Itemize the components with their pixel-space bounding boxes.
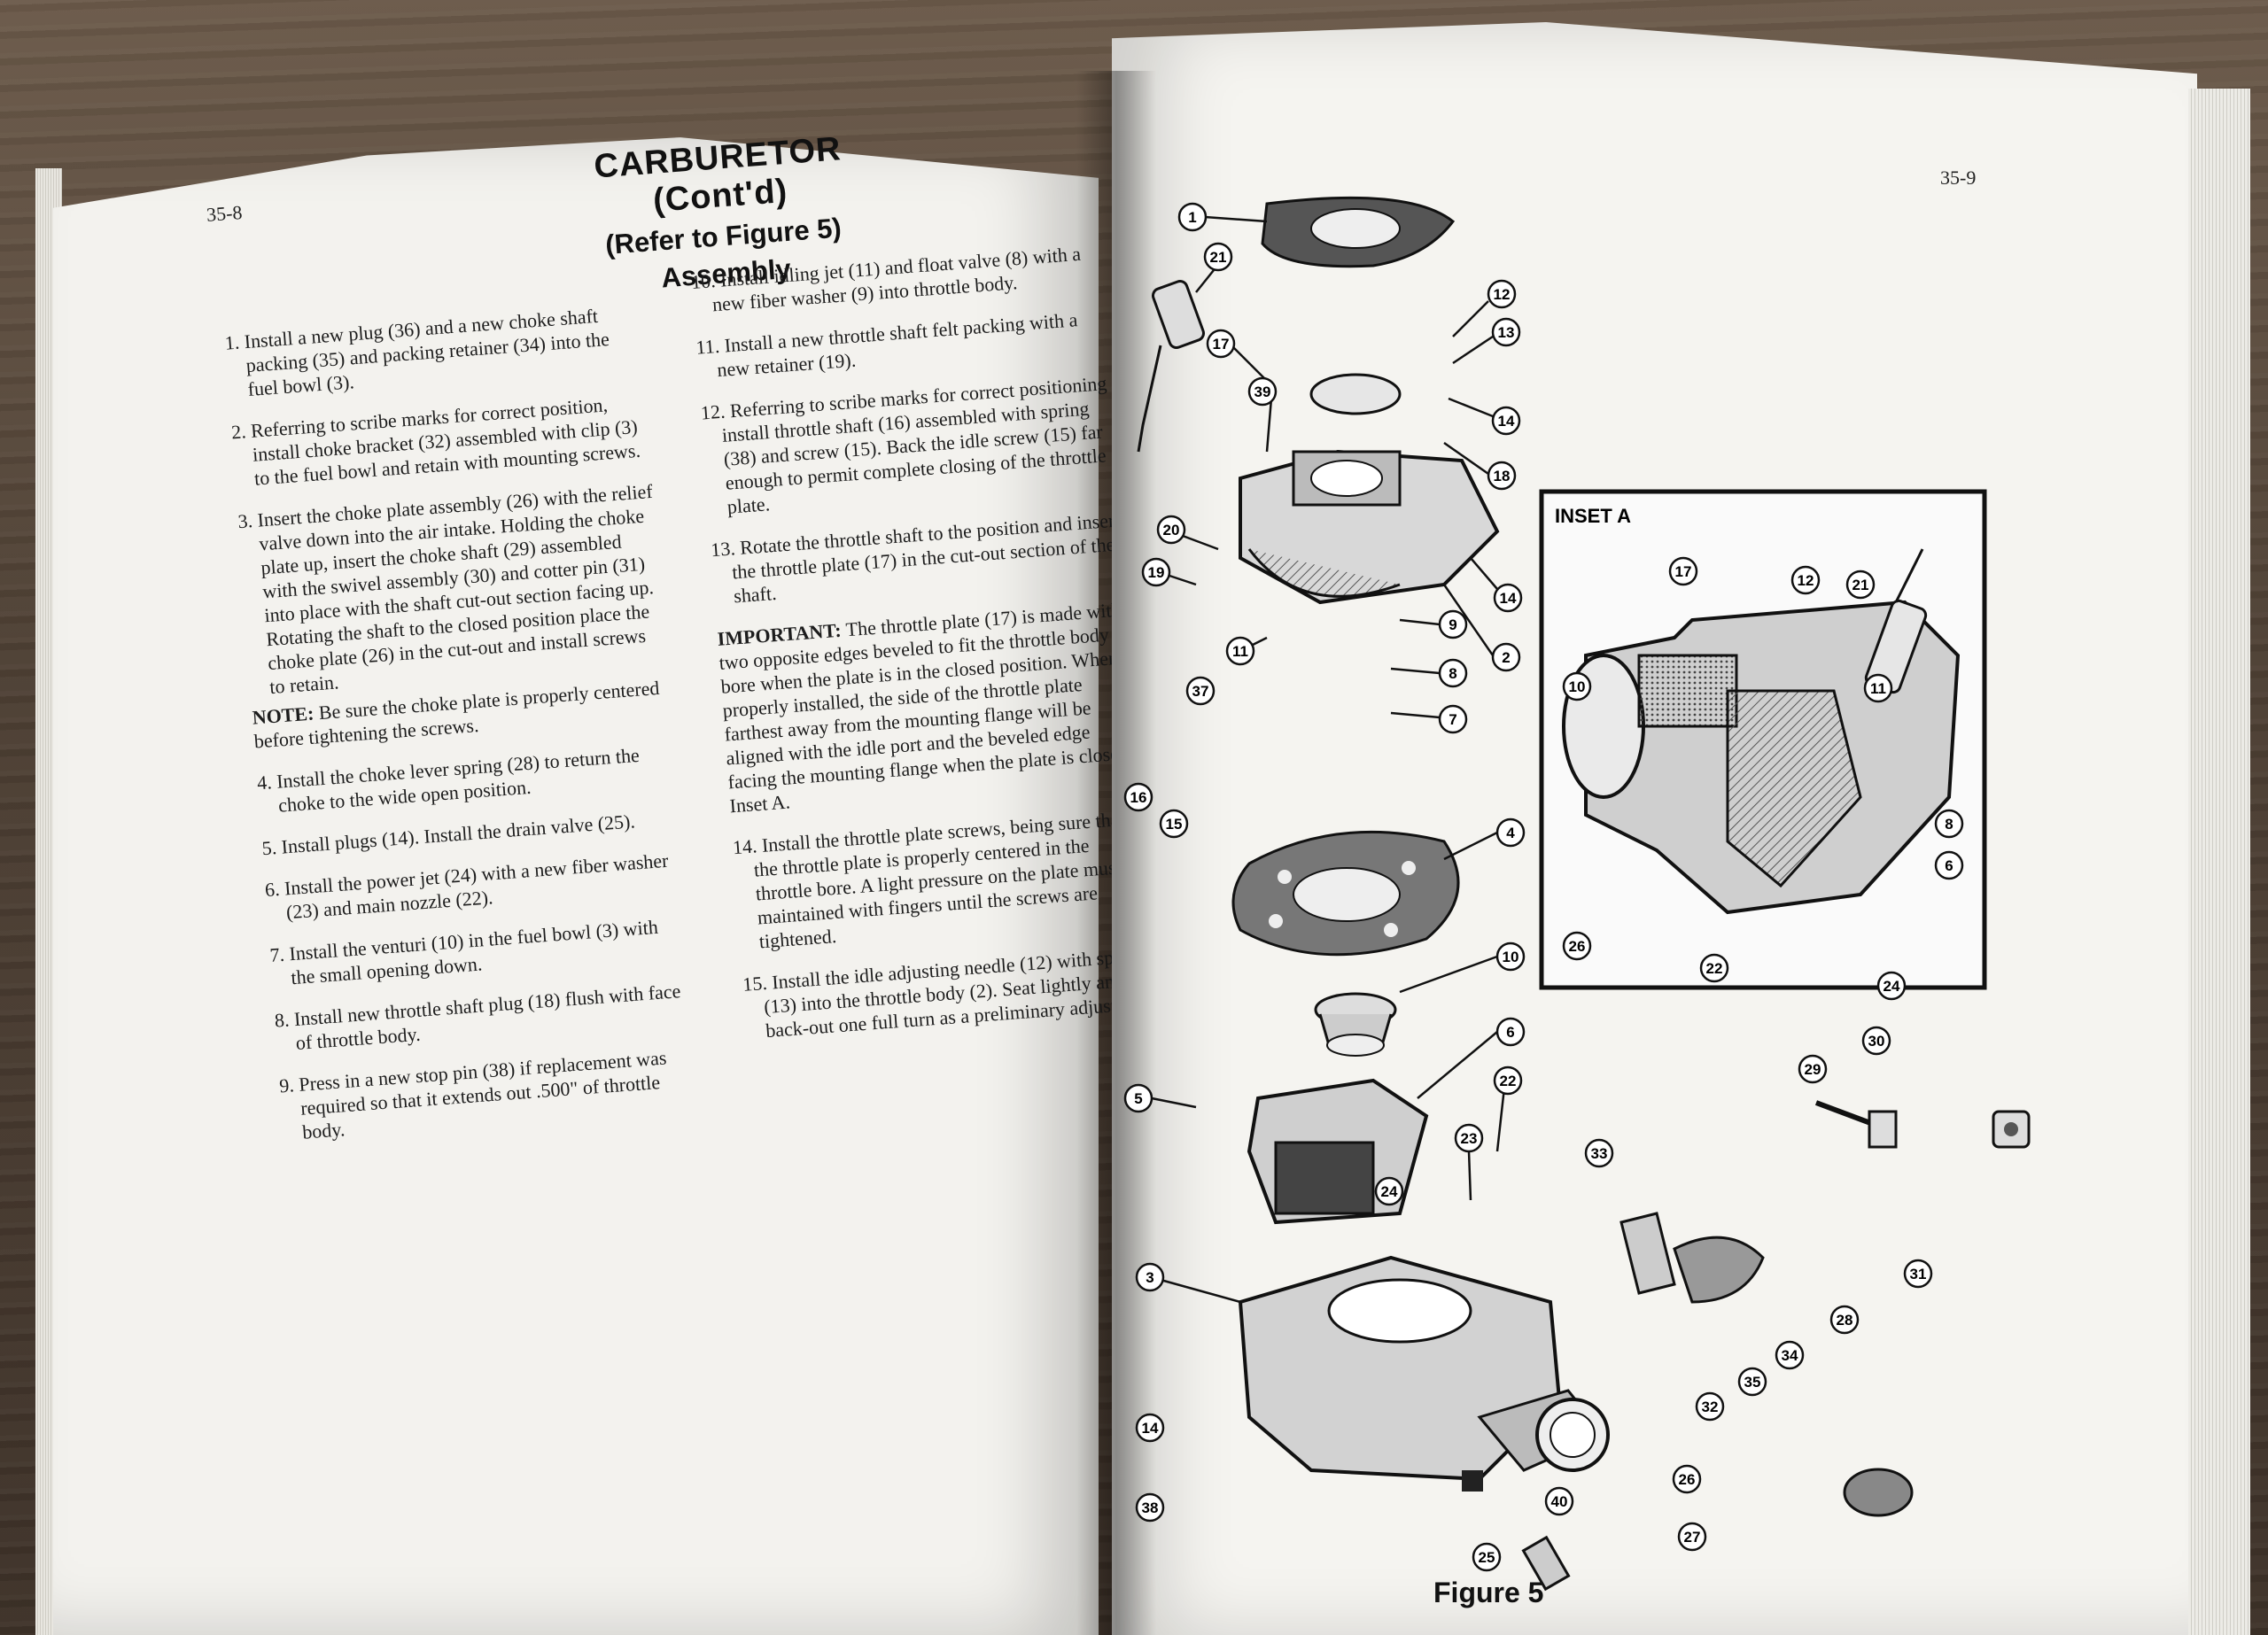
instruction-step: 2. Referring to scribe marks for correct…: [230, 393, 641, 490]
bowl-gasket-part: [1231, 830, 1460, 957]
book-gutter: [1076, 71, 1156, 1635]
instruction-step: 13. Rotate the throttle shaft to the pos…: [710, 508, 1122, 608]
inset-label: INSET A: [1555, 505, 1631, 527]
instruction-step: 6. Install the power jet (24) with a new…: [264, 848, 670, 924]
choke-bracket-part: [1619, 1212, 1765, 1304]
fuel-bowl-part: [1238, 1255, 1610, 1482]
solenoid-part: [1137, 280, 1206, 453]
instructions-column-1: 1. Install a new plug (36) and a new cho…: [224, 300, 701, 1163]
carburetor-exploded-diagram: INSET A: [1137, 196, 2031, 1592]
instruction-step: 8. Install new throttle shaft plug (18) …: [274, 980, 682, 1054]
throttle-plate-part: [1309, 373, 1402, 415]
gasket-part: [1261, 196, 1456, 268]
page-number-right: 35-9: [1940, 167, 1977, 189]
left-page: [53, 137, 1099, 1635]
inset-a-box: INSET A: [1539, 489, 1987, 990]
instruction-step: 3. Insert the choke plate assembly (26) …: [237, 479, 655, 699]
left-page-content: 35-8 CARBURETOR (Cont'd) (Refer to Figur…: [204, 112, 1188, 1546]
instruction-step: 7. Install the venturi (10) in the fuel …: [268, 915, 659, 989]
choke-plate-part: [1843, 1468, 1914, 1517]
throttle-body-part: [1239, 449, 1500, 605]
plug-part: [1462, 1470, 1483, 1492]
figure-caption: Figure 5: [1433, 1577, 1544, 1608]
instruction-step: 4. Install the choke lever spring (28) t…: [256, 743, 641, 817]
float-part: [1247, 1078, 1429, 1225]
drain-valve-part: [1521, 1535, 1571, 1592]
instruction-step: 1. Install a new plug (36) and a new cho…: [223, 304, 610, 400]
instruction-step: 11. Install a new throttle shaft felt pa…: [695, 308, 1079, 382]
venturi-part: [1314, 992, 1397, 1057]
page-number-left: 35-8: [206, 200, 244, 226]
note-label: NOTE:: [251, 701, 315, 729]
instruction-step: 9. Press in a new stop pin (38) if repla…: [278, 1046, 668, 1143]
instruction-step: 12. Referring to scribe marks for correc…: [700, 372, 1108, 518]
right-page-edges: [2188, 89, 2250, 1635]
choke-shaft-part: [1814, 1100, 2031, 1149]
